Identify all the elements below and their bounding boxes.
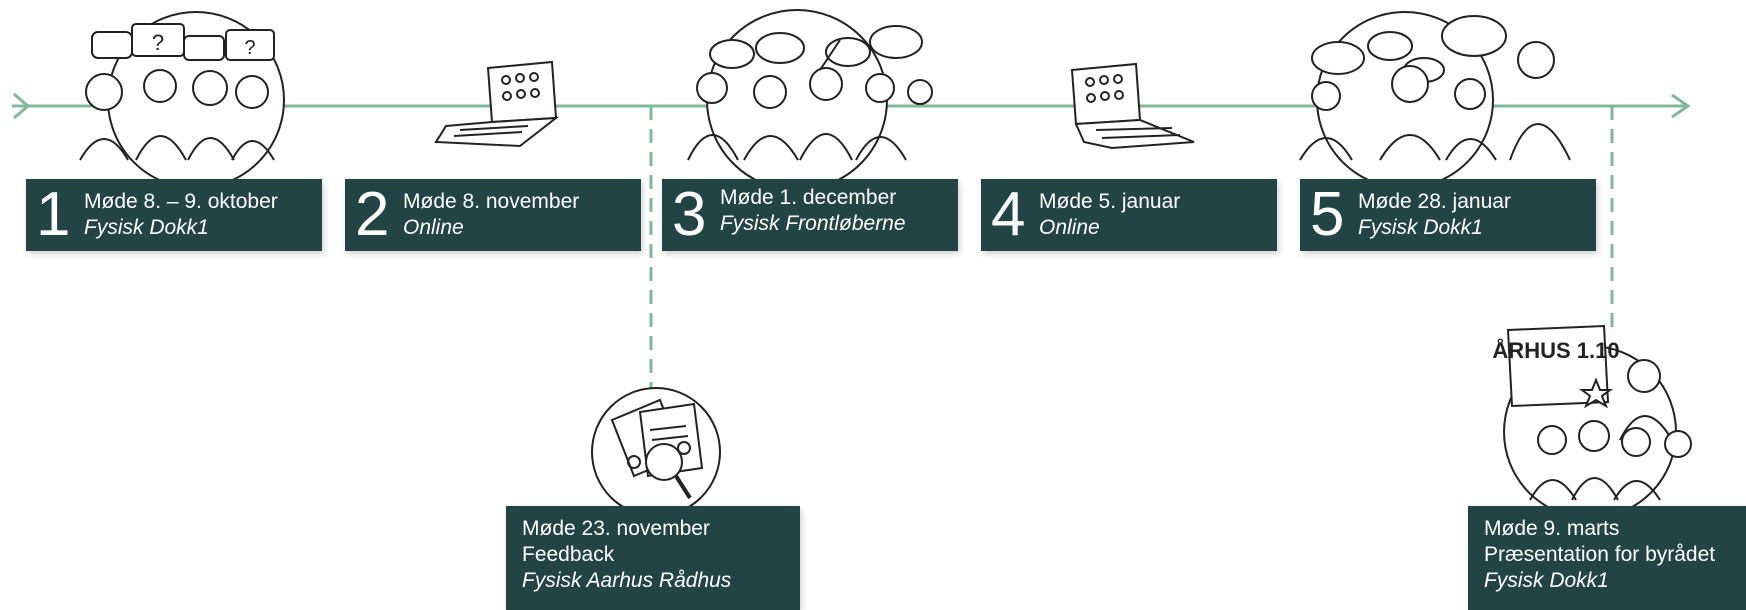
meeting-number: 4 bbox=[991, 180, 1026, 249]
meeting-number: 1 bbox=[36, 180, 71, 249]
presentation-aarhus-sign-icon: ÅRHUS 1.10 bbox=[1492, 324, 1692, 519]
svg-text:?: ? bbox=[152, 30, 164, 55]
laptop-video-call-icon bbox=[434, 60, 560, 148]
meeting-location: Online bbox=[1039, 216, 1100, 239]
group-discussion-speech-bubbles-icon bbox=[1299, 11, 1571, 189]
feedback-title: Møde 23. november bbox=[522, 517, 710, 540]
svg-text:?: ? bbox=[244, 37, 255, 59]
meeting-card-3: 3 Møde 1. december Fysisk Frontløberne bbox=[662, 179, 958, 251]
documents-magnifier-icon bbox=[591, 387, 721, 517]
timeline-arrow-icon bbox=[1671, 93, 1691, 119]
meeting-card-4: 4 Møde 5. januar Online bbox=[981, 179, 1277, 251]
meeting-location: Fysisk Dokk1 bbox=[84, 216, 209, 239]
meeting-number: 2 bbox=[355, 180, 390, 249]
meeting-title: Møde 8. – 9. oktober bbox=[84, 190, 278, 213]
meeting-title: Møde 8. november bbox=[403, 190, 580, 213]
group-discussion-speech-bubbles-icon bbox=[687, 9, 933, 191]
meeting-card-2: 2 Møde 8. november Online bbox=[345, 179, 641, 251]
meeting-title: Møde 1. december bbox=[720, 186, 897, 209]
group-discussion-speech-bubbles-icon: ? ? bbox=[79, 11, 285, 189]
meeting-location: Online bbox=[403, 216, 464, 239]
meeting-card-5: 5 Møde 28. januar Fysisk Dokk1 bbox=[1300, 179, 1596, 251]
meeting-title: Møde 5. januar bbox=[1039, 190, 1181, 213]
meeting-location: Fysisk Frontløberne bbox=[720, 212, 906, 235]
feedback-subtitle: Feedback bbox=[522, 543, 615, 566]
laptop-video-call-icon bbox=[1070, 62, 1195, 150]
meeting-location: Fysisk Dokk1 bbox=[1358, 216, 1483, 239]
meeting-number: 3 bbox=[672, 180, 707, 249]
meeting-card-1: 1 Møde 8. – 9. oktober Fysisk Dokk1 bbox=[26, 179, 322, 251]
final-meeting-card: Møde 9. marts Præsentation for byrådet F… bbox=[1468, 506, 1746, 610]
timeline-start-chevron-icon bbox=[13, 92, 31, 120]
feedback-meeting-card: Møde 23. november Feedback Fysisk Aarhus… bbox=[506, 506, 800, 610]
sign-text: ÅRHUS 1.10 bbox=[1492, 337, 1619, 363]
meeting-title: Møde 28. januar bbox=[1358, 190, 1511, 213]
final-subtitle: Præsentation for byrådet bbox=[1484, 543, 1716, 566]
final-location: Fysisk Dokk1 bbox=[1484, 569, 1609, 592]
feedback-location: Fysisk Aarhus Rådhus bbox=[522, 569, 732, 592]
final-title: Møde 9. marts bbox=[1484, 517, 1620, 540]
meeting-number: 5 bbox=[1310, 180, 1345, 249]
